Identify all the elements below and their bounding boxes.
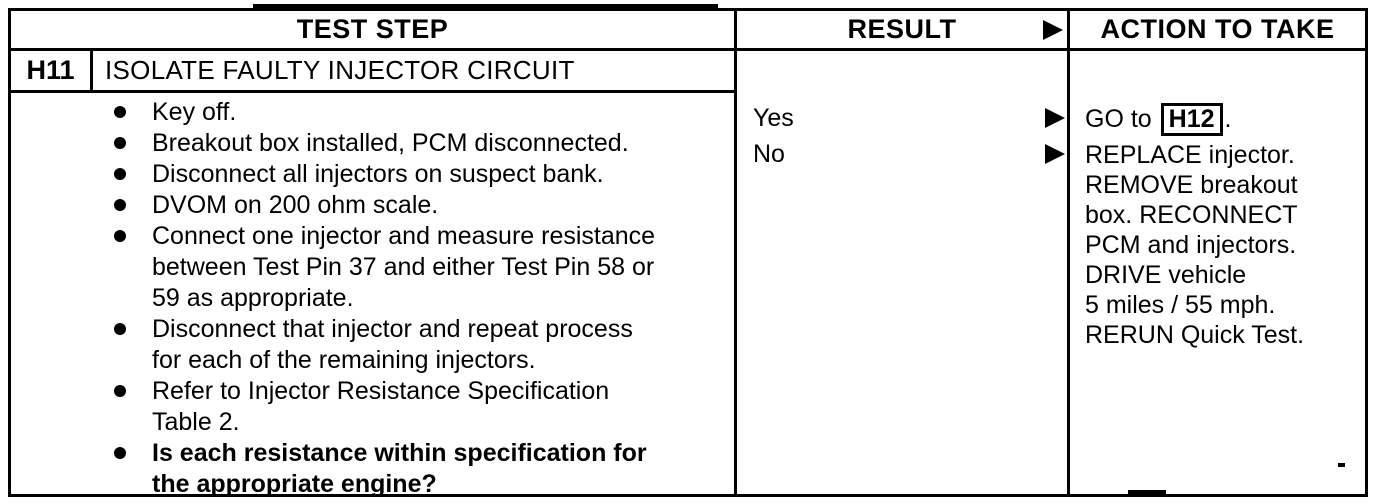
step-title: ISOLATE FAULTY INJECTOR CIRCUIT: [105, 55, 575, 85]
result-label: Yes: [753, 104, 794, 132]
right-arrow-icon: [1043, 20, 1063, 40]
instruction-line: Table 2.: [152, 408, 240, 436]
bullet-icon: [114, 137, 126, 149]
column-header-action: ACTION TO TAKE: [1070, 11, 1365, 51]
result-header-label: RESULT: [847, 14, 957, 44]
instruction-line: Connect one injector and measure resista…: [11, 221, 734, 252]
test-instruction: Key off.: [11, 97, 734, 128]
result-row-yes: Yes: [737, 103, 1067, 133]
right-arrow-icon: [1045, 144, 1065, 164]
column-header-test-step: TEST STEP: [11, 11, 734, 51]
test-instruction: Connect one injector and measure resista…: [11, 221, 734, 314]
test-instruction: DVOM on 200 ohm scale.: [11, 190, 734, 221]
test-step-header-label: TEST STEP: [296, 14, 449, 44]
instruction-line: between Test Pin 37 and either Test Pin …: [152, 253, 655, 281]
instruction-line: Key off.: [11, 97, 734, 128]
bullet-icon: [114, 230, 126, 242]
bullet-icon: [114, 199, 126, 211]
step-id: H11: [11, 51, 93, 90]
action-column: ACTION TO TAKE GO to H12. REPLACE inject…: [1070, 11, 1365, 494]
action-line: REMOVE breakout: [1085, 171, 1298, 199]
action-line: PCM and injectors.: [1085, 231, 1297, 259]
instruction-line: 59 as appropriate.: [152, 284, 354, 312]
pinpoint-test-table: TEST STEP H11 ISOLATE FAULTY INJECTOR CI…: [8, 8, 1368, 498]
action-goto-line: GO to H12.: [1085, 103, 1365, 136]
action-line: box. RECONNECT: [1085, 201, 1298, 229]
step-title-row: H11 ISOLATE FAULTY INJECTOR CIRCUIT: [11, 51, 734, 93]
test-instruction: Is each resistance within specification …: [11, 438, 734, 500]
action-line: 5 miles / 55 mph.: [1085, 291, 1276, 319]
test-step-instruction-list: Key off.Breakout box installed, PCM disc…: [11, 93, 734, 500]
bullet-icon: [114, 447, 126, 459]
scan-artifact: [1128, 490, 1166, 497]
action-line: REPLACE injector.: [1085, 141, 1295, 169]
instruction-line: Breakout box installed, PCM disconnected…: [11, 128, 734, 159]
column-header-result: RESULT: [737, 11, 1067, 51]
scan-artifact: [1338, 463, 1345, 467]
bullet-icon: [114, 168, 126, 180]
instruction-line: Refer to Injector Resistance Specificati…: [11, 376, 734, 407]
instruction-line: the appropriate engine?: [152, 470, 437, 498]
bullet-icon: [114, 106, 126, 118]
result-row-no: No: [737, 139, 1067, 169]
instruction-line: Disconnect all injectors on suspect bank…: [11, 159, 734, 190]
instruction-line: Is each resistance within specification …: [11, 438, 734, 469]
instruction-line: Disconnect that injector and repeat proc…: [11, 314, 734, 345]
instruction-line: DVOM on 200 ohm scale.: [11, 190, 734, 221]
goto-suffix: .: [1224, 105, 1232, 133]
right-arrow-icon: [1045, 108, 1065, 128]
test-instruction: Disconnect that injector and repeat proc…: [11, 314, 734, 376]
result-label: No: [753, 140, 785, 168]
goto-prefix: GO to: [1085, 105, 1159, 133]
test-step-column: TEST STEP H11 ISOLATE FAULTY INJECTOR CI…: [11, 11, 737, 498]
test-instruction: Disconnect all injectors on suspect bank…: [11, 159, 734, 190]
bullet-icon: [114, 323, 126, 335]
test-instruction: Breakout box installed, PCM disconnected…: [11, 128, 734, 159]
scan-artifact: [253, 4, 718, 8]
bullet-icon: [114, 385, 126, 397]
test-instruction: Refer to Injector Resistance Specificati…: [11, 376, 734, 438]
action-header-label: ACTION TO TAKE: [1100, 14, 1335, 44]
action-list: GO to H12. REPLACE injector.REMOVE break…: [1070, 51, 1365, 350]
action-line: RERUN Quick Test.: [1085, 321, 1305, 349]
instruction-line: for each of the remaining injectors.: [152, 346, 536, 374]
action-line: DRIVE vehicle: [1085, 261, 1247, 289]
step-reference-box: H12: [1160, 103, 1223, 136]
